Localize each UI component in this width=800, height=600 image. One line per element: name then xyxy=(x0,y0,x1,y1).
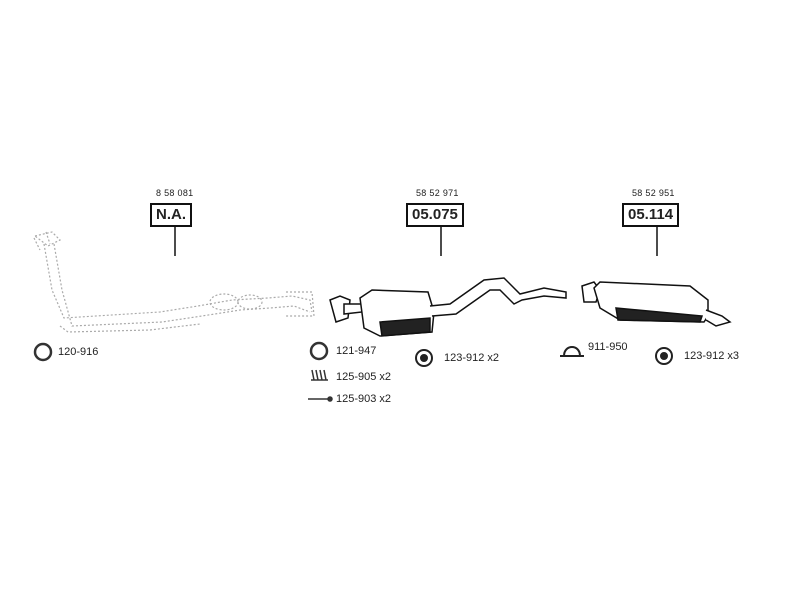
front-pipe-na-outline xyxy=(33,231,315,333)
rubber-hanger-icon xyxy=(655,347,673,365)
label-123-912-b: 123-912 x3 xyxy=(684,350,740,362)
label-125-905: 125-905 x2 xyxy=(336,371,392,383)
oe-number-section-3: 58 52 951 xyxy=(632,188,675,198)
label-125-903: 125-903 x2 xyxy=(336,393,392,405)
bolt-icon xyxy=(308,396,333,402)
rubber-hanger-icon xyxy=(415,349,433,367)
part-number-box-section-1[interactable]: N.A. xyxy=(150,203,192,227)
part-number-box-section-2[interactable]: 05.075 xyxy=(406,203,464,227)
ring-icon xyxy=(309,341,329,361)
spring-icon xyxy=(311,369,328,381)
rear-silencer xyxy=(581,281,732,327)
oe-number-section-1: 8 58 081 xyxy=(156,188,194,198)
label-911-950: 911-950 xyxy=(588,341,628,353)
ring-icon xyxy=(33,342,53,362)
label-121-947: 121-947 xyxy=(336,345,377,357)
label-123-912-a: 123-912 x2 xyxy=(444,352,500,364)
label-120-916: 120-916 xyxy=(58,346,99,358)
part-number-box-section-3[interactable]: 05.114 xyxy=(622,203,680,227)
middle-silencer xyxy=(329,277,567,337)
pipe-clamp-icon xyxy=(560,346,584,357)
oe-number-section-2: 58 52 971 xyxy=(416,188,459,198)
